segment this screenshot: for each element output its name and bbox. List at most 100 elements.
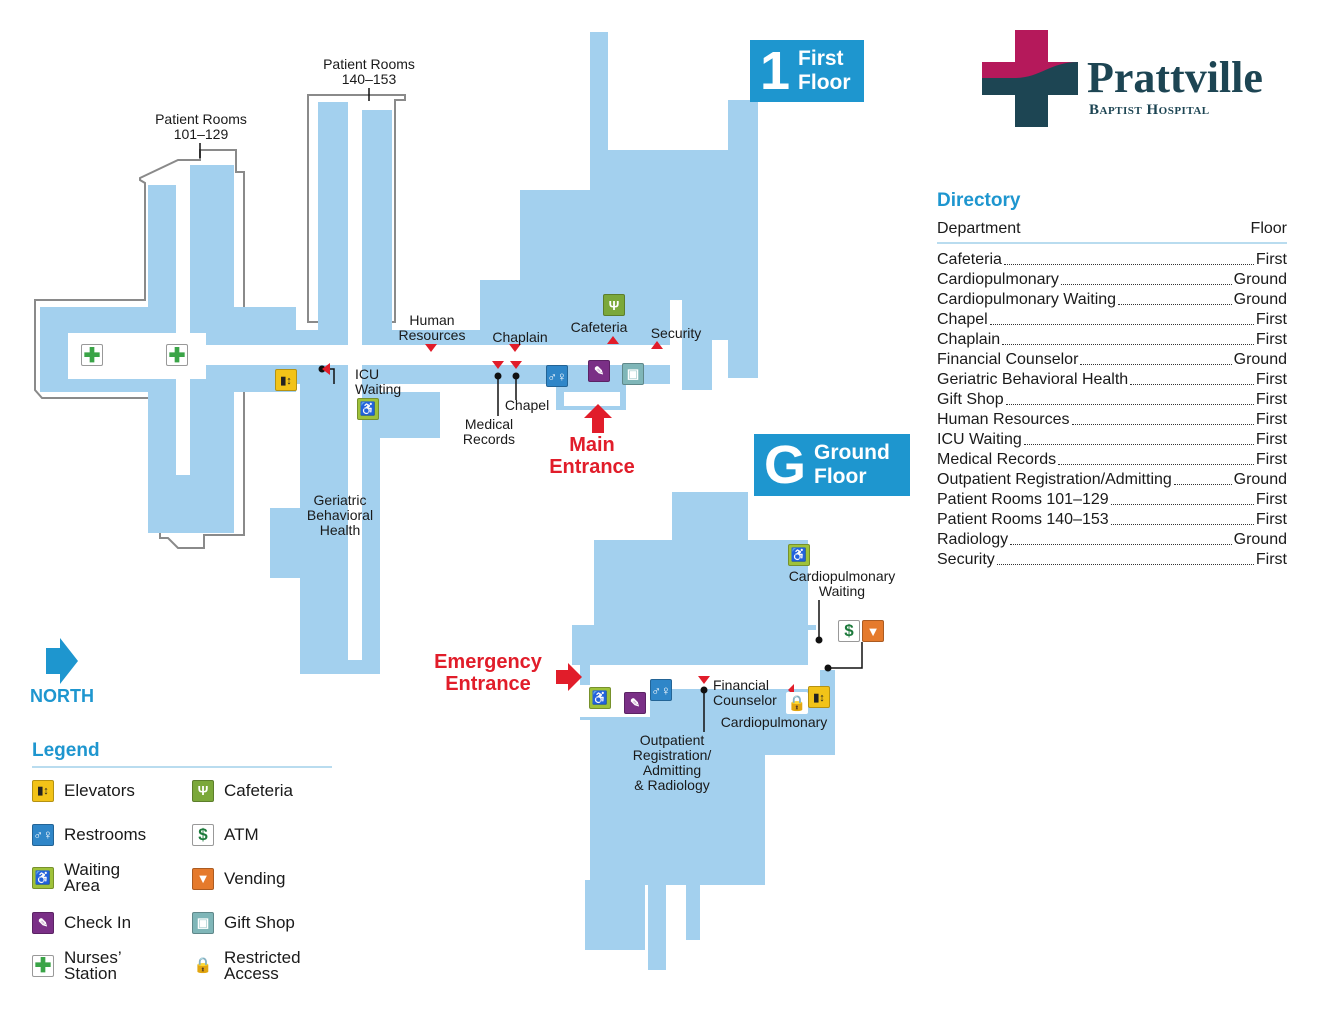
legend-item-cafeteria: Ψ Cafeteria	[192, 780, 293, 802]
elevator-icon: ▮↕	[275, 369, 297, 391]
waiting-area-icon: ♿	[589, 687, 611, 709]
first-floor-badge: 1 First Floor	[750, 40, 864, 102]
first-floor-badge-line1: First	[798, 47, 844, 70]
directory-floor: First	[1255, 491, 1287, 508]
restroom-icon: ♂♀	[650, 679, 672, 701]
directory-department: Financial Counselor	[937, 351, 1079, 368]
legend-label-line2: Access	[224, 964, 279, 983]
legend-label: Check In	[64, 914, 131, 931]
dot-leader	[1130, 370, 1254, 385]
legend-item-check-in: ✎ Check In	[32, 912, 131, 934]
waiting-area-icon: ♿	[357, 398, 379, 420]
directory-floor: First	[1255, 411, 1287, 428]
outpatient-line4: & Radiology	[634, 777, 710, 793]
legend-label-line1: Vending	[224, 869, 286, 888]
legend-label-line1: Cafeteria	[224, 781, 293, 800]
directory-floor: Ground	[1233, 291, 1287, 308]
directory-floor: First	[1255, 331, 1287, 348]
directory-floor: First	[1255, 311, 1287, 328]
medrec-line1: Medical	[464, 416, 514, 432]
directory-row: Cardiopulmonary Waiting Ground	[937, 290, 1287, 310]
dot-leader	[1118, 290, 1232, 305]
directory-department: Geriatric Behavioral Health	[937, 371, 1129, 388]
rooms-101-line1: Patient Rooms	[155, 111, 247, 127]
directory-header: Department Floor	[937, 220, 1287, 244]
atm-icon: $	[838, 620, 860, 642]
medrec-line2: Records	[462, 431, 516, 447]
geri-line1: Geriatric	[313, 492, 367, 508]
directory-department: Cardiopulmonary Waiting	[937, 291, 1117, 308]
label-human-resources: Human Resources	[392, 313, 472, 343]
legend-item-elevators: ▮↕ Elevators	[32, 780, 135, 802]
rooms-101-line2: 101–129	[173, 126, 229, 142]
vending-icon: ▼	[862, 620, 884, 642]
emergency-line2: Entrance	[445, 673, 531, 695]
nurses-station-icon: ✚	[81, 344, 103, 367]
gift-shop-icon: ▣	[622, 363, 644, 385]
financial-line2: Counselor	[713, 692, 777, 708]
rooms-140-line1: Patient Rooms	[323, 56, 415, 72]
legend-label: Gift Shop	[224, 914, 295, 931]
elevator-icon: ▮↕	[808, 686, 830, 708]
waiting-area-icon: ♿	[32, 867, 54, 889]
restroom-icon: ♂♀	[546, 365, 568, 387]
callout-lines	[199, 88, 863, 732]
label-cardiopulmonary-waiting: Cardiopulmonary Waiting	[782, 569, 902, 599]
dot-leader	[1003, 250, 1254, 265]
rooms-140-line2: 140–153	[341, 71, 397, 87]
label-financial-counselor: Financial Counselor	[713, 678, 777, 708]
directory-floor: First	[1255, 251, 1287, 268]
icu-line1: ICU	[355, 366, 380, 382]
legend-label: Nurses’Station	[64, 949, 122, 983]
restricted-access-icon: 🔒	[192, 955, 214, 977]
dot-leader	[1010, 530, 1232, 545]
directory-department: Cardiopulmonary	[937, 271, 1059, 288]
directory-floor: Ground	[1233, 351, 1287, 368]
dot-leader	[1005, 390, 1254, 405]
check-in-icon: ✎	[32, 912, 54, 934]
legend-item-restrooms: ♂♀ Restrooms	[32, 824, 146, 846]
check-in-icon: ✎	[624, 692, 646, 714]
directory-floor: First	[1255, 551, 1287, 568]
directory-header-floor: Floor	[1250, 220, 1287, 237]
directory-department: ICU Waiting	[937, 431, 1022, 448]
cafeteria-icon: Ψ	[192, 780, 214, 802]
directory-row: ICU Waiting First	[937, 430, 1287, 450]
legend-title: Legend	[32, 740, 332, 768]
label-geriatric-behavioral-health: Geriatric Behavioral Health	[300, 493, 380, 538]
legend-label-line2: Station	[64, 964, 117, 983]
legend-label-line2: Area	[64, 876, 100, 895]
nurses-station-icon: ✚	[32, 955, 54, 977]
ground-floor-badge-line2: Floor	[814, 465, 867, 488]
vending-icon: ▼	[192, 868, 214, 890]
nurses-station-icon: ✚	[166, 344, 188, 367]
directory-header-department: Department	[937, 220, 1021, 237]
label-cardiopulmonary: Cardiopulmonary	[720, 714, 828, 730]
directory-floor: First	[1255, 431, 1287, 448]
directory-department: Human Resources	[937, 411, 1070, 428]
label-outpatient-registration: Outpatient Registration/ Admitting & Rad…	[622, 733, 722, 793]
label-icu-waiting: ICU Waiting	[355, 367, 401, 397]
legend-label-line1: ATM	[224, 825, 259, 844]
directory-floor: First	[1255, 451, 1287, 468]
label-patient-rooms-140: Patient Rooms 140–153	[316, 57, 422, 87]
hr-line1: Human	[409, 312, 455, 328]
legend-label-line1: Elevators	[64, 781, 135, 800]
dot-leader	[1002, 330, 1254, 345]
label-chapel: Chapel	[504, 397, 550, 413]
directory-department: Gift Shop	[937, 391, 1004, 408]
financial-line1: Financial	[713, 677, 770, 693]
label-emergency-entrance: Emergency Entrance	[420, 651, 556, 695]
hospital-subtitle: Baptist Hospital	[1089, 102, 1210, 119]
directory-row: Human Resources First	[937, 410, 1287, 430]
label-patient-rooms-101: Patient Rooms 101–129	[148, 112, 254, 142]
